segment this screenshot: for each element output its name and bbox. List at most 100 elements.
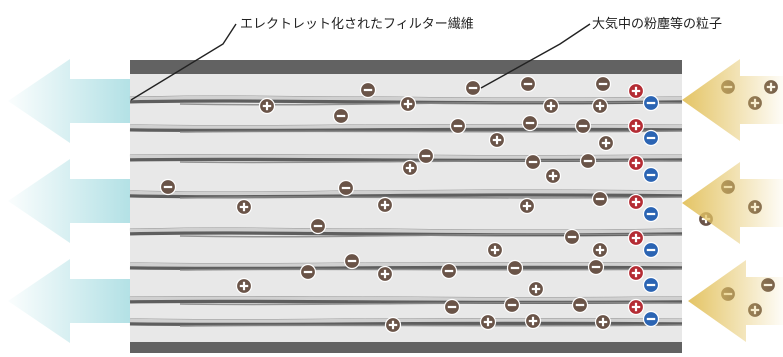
negative-particle: [159, 178, 177, 196]
positive-particle: [479, 313, 497, 331]
fiber-highlight: [129, 154, 683, 159]
dust-leader-line: [480, 23, 591, 89]
sign-bar-vertical: [634, 268, 638, 278]
sign-bar: [646, 101, 656, 105]
positive-particle: [597, 134, 615, 152]
negative-particle: [299, 263, 317, 281]
sign-bar: [567, 235, 577, 239]
sign-bar: [591, 265, 601, 269]
sign-bar-vertical: [265, 101, 269, 111]
sign-bar: [598, 82, 608, 86]
sign-bar-vertical: [598, 245, 602, 255]
fiber-positive-charge: [627, 154, 645, 172]
sign-bar: [447, 305, 457, 309]
fiber-positive-charge: [627, 193, 645, 211]
sign-bar-vertical: [551, 171, 555, 181]
negative-particle: [571, 296, 589, 314]
negative-particle: [506, 259, 524, 277]
fiber-highlight: [129, 227, 683, 234]
positive-particle: [235, 198, 253, 216]
negative-particle: [521, 114, 539, 132]
fiber-secondary-strand: [179, 301, 683, 306]
fiber-highlight: [129, 262, 683, 267]
clean-air-outflow-arrows: [8, 59, 140, 343]
sign-bar-vertical: [486, 317, 490, 327]
sign-bar: [646, 136, 656, 140]
negative-particle: [524, 153, 542, 171]
sign-bar-vertical: [242, 281, 246, 291]
sign-bar-vertical: [634, 302, 638, 312]
sign-bar: [646, 283, 656, 287]
fiber-negative-charge: [642, 276, 660, 294]
sign-bar-vertical: [242, 202, 246, 212]
sign-bar-vertical: [549, 101, 553, 111]
positive-particle: [401, 159, 419, 177]
negative-particle: [464, 79, 482, 97]
positive-particle: [258, 97, 276, 115]
fiber-leader-line: [130, 23, 237, 101]
sign-bar-vertical: [601, 317, 605, 327]
sign-bar: [523, 82, 533, 86]
fiber-positive-charge: [627, 298, 645, 316]
sign-bar: [363, 88, 373, 92]
negative-particle: [574, 117, 592, 135]
sign-bar: [444, 269, 454, 273]
fiber-secondary-strand: [179, 233, 683, 238]
positive-particle: [518, 197, 536, 215]
sign-bar-vertical: [604, 138, 608, 148]
fiber-negative-charge: [642, 310, 660, 328]
positive-particle: [488, 131, 506, 149]
negative-particle: [440, 262, 458, 280]
sign-bar: [510, 266, 520, 270]
sign-bar: [336, 114, 346, 118]
sign-bar: [341, 186, 351, 190]
sign-bar: [347, 259, 357, 263]
fiber-positive-charge: [627, 229, 645, 247]
positive-particle: [235, 277, 253, 295]
fiber-positive-charge: [627, 82, 645, 100]
fiber-negative-charge: [642, 166, 660, 184]
negative-particle: [579, 152, 597, 170]
sign-bar-vertical: [495, 135, 499, 145]
fiber-negative-charge: [642, 129, 660, 147]
fiber-negative-charge: [642, 94, 660, 112]
clean-air-arrow: [8, 259, 140, 343]
positive-particle: [544, 167, 562, 185]
positive-particle: [542, 97, 560, 115]
dusty-air-arrow: [682, 162, 783, 244]
fiber-secondary-strand: [179, 130, 683, 133]
negative-particle: [443, 298, 461, 316]
positive-particle: [527, 280, 545, 298]
sign-bar-vertical: [534, 284, 538, 294]
sign-bar-vertical: [634, 233, 638, 243]
sign-bar: [646, 173, 656, 177]
negative-particle: [449, 117, 467, 135]
fiber-secondary-strand: [179, 268, 683, 271]
negative-particle: [563, 228, 581, 246]
negative-particle: [332, 107, 350, 125]
negative-particle: [337, 179, 355, 197]
sign-bar: [646, 317, 656, 321]
fiber-highlight: [129, 296, 683, 301]
positive-particle: [594, 313, 612, 331]
positive-particle: [376, 196, 394, 214]
sign-bar-vertical: [634, 158, 638, 168]
negative-particle: [343, 252, 361, 270]
fiber-highlight: [129, 124, 683, 129]
sign-bar-vertical: [383, 269, 387, 279]
sign-bar-vertical: [493, 245, 497, 255]
filter-bottom-border: [130, 342, 682, 353]
dusty-air-arrow: [688, 260, 783, 342]
dusty-air-inflow-arrows: [682, 59, 783, 342]
clean-air-arrow: [8, 159, 140, 243]
positive-particle: [384, 316, 402, 334]
sign-bar-vertical: [408, 163, 412, 173]
negative-particle: [359, 81, 377, 99]
sign-bar: [595, 197, 605, 201]
sign-bar-vertical: [525, 201, 529, 211]
fiber-positive-charge: [627, 117, 645, 135]
sign-bar-vertical: [531, 316, 535, 326]
sign-bar-vertical: [406, 99, 410, 109]
sign-bar: [578, 124, 588, 128]
